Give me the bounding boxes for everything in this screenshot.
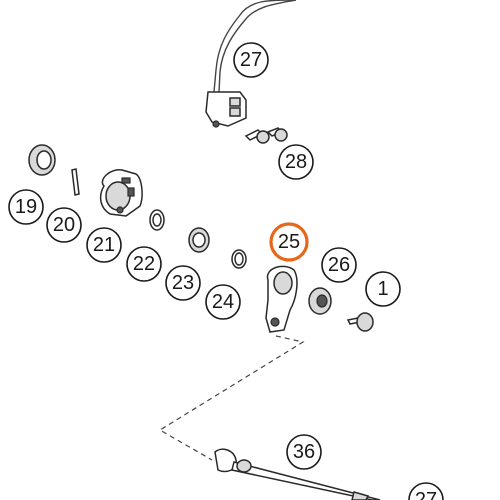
ring-22 (149, 209, 165, 231)
callout-23: 23 (165, 265, 201, 301)
callout-36: 36 (286, 434, 322, 470)
callout-label: 36 (293, 441, 315, 463)
callout-label: 27 (240, 49, 262, 71)
assembly-line (158, 335, 305, 461)
callout-19: 19 (8, 189, 44, 225)
callout-label: 1 (377, 278, 388, 300)
shift-rod-36 (214, 448, 381, 500)
callout-22: 22 (126, 246, 162, 282)
callout-label: 22 (133, 253, 155, 275)
callout-26: 26 (321, 247, 357, 283)
callout-24: 24 (205, 284, 241, 320)
circlip-24 (231, 249, 247, 269)
screw-1 (346, 312, 374, 332)
callout-label: 20 (53, 214, 75, 236)
callout-label: 19 (15, 196, 37, 218)
bolts-28 (244, 127, 288, 144)
nut-26 (308, 287, 332, 315)
callout-1: 1 (365, 271, 401, 307)
callout-28: 28 (278, 144, 314, 180)
cable-27 (213, 0, 293, 93)
connector-27 (205, 91, 247, 128)
callout-label: 28 (285, 151, 307, 173)
callout-label: 26 (328, 254, 350, 276)
cable-27-inner (218, 0, 297, 93)
callout-21: 21 (86, 227, 122, 263)
callout-label: 24 (212, 291, 234, 313)
seal-ring-19 (28, 144, 56, 176)
callout-27-top: 27 (233, 42, 269, 78)
callout-label: 25 (278, 231, 300, 253)
callout-20: 20 (46, 207, 82, 243)
callout-label: 27 (415, 489, 437, 500)
callout-label: 23 (172, 272, 194, 294)
sensor-housing-21 (99, 169, 143, 217)
washer-23 (188, 227, 210, 253)
shift-lever-25 (265, 265, 298, 333)
pin-20 (71, 168, 80, 196)
callout-27-bottom: 27 (408, 482, 444, 500)
callout-label: 21 (93, 234, 115, 256)
callout-25-highlighted: 25 (269, 222, 309, 262)
